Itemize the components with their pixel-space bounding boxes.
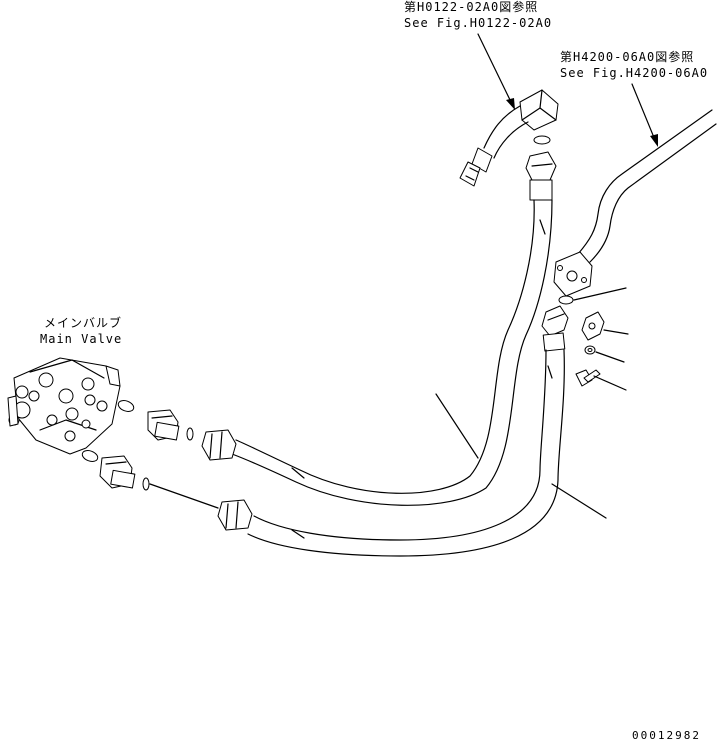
leader-arrow-right <box>631 83 658 147</box>
hose-lower <box>247 349 565 557</box>
o-ring-flange <box>558 287 627 305</box>
adapter-lower <box>99 455 150 491</box>
hose-end-fitting-top <box>525 151 557 201</box>
hose-upper <box>231 199 553 506</box>
hose-end-fitting-lower-left <box>217 499 253 531</box>
drawing-number: 00012982 <box>632 729 701 742</box>
steel-pipe-right <box>553 109 717 297</box>
leader-hose-lower <box>551 483 607 519</box>
leader-arrow-top <box>477 33 515 110</box>
hose-end-fitting-right <box>541 305 569 352</box>
o-ring-valve-lower <box>81 450 99 462</box>
split-flange <box>581 311 629 341</box>
main-valve-jp-label: メインバルブ <box>44 316 123 330</box>
ref-top-en-label: See Fig.H0122-02A0 <box>404 16 553 30</box>
leader-lower-hose-to-valve <box>149 483 219 509</box>
adapter-upper <box>147 409 194 441</box>
swivel-nut-top <box>459 147 493 187</box>
hose-end-fitting-upper-left <box>201 429 237 461</box>
leader-hose-upper <box>435 393 479 459</box>
elbow-fitting-top <box>483 89 559 159</box>
main-valve-en-label: Main Valve <box>40 332 123 346</box>
ref-top-jp-label: 第H0122-02A0図参照 <box>404 0 539 14</box>
bolt <box>575 369 627 391</box>
o-ring-valve-upper <box>117 400 135 412</box>
main-valve-body <box>7 357 121 455</box>
ref-right-jp-label: 第H4200-06A0図参照 <box>560 50 695 64</box>
washer <box>584 345 625 363</box>
ref-right-en-label: See Fig.H4200-06A0 <box>560 66 709 80</box>
